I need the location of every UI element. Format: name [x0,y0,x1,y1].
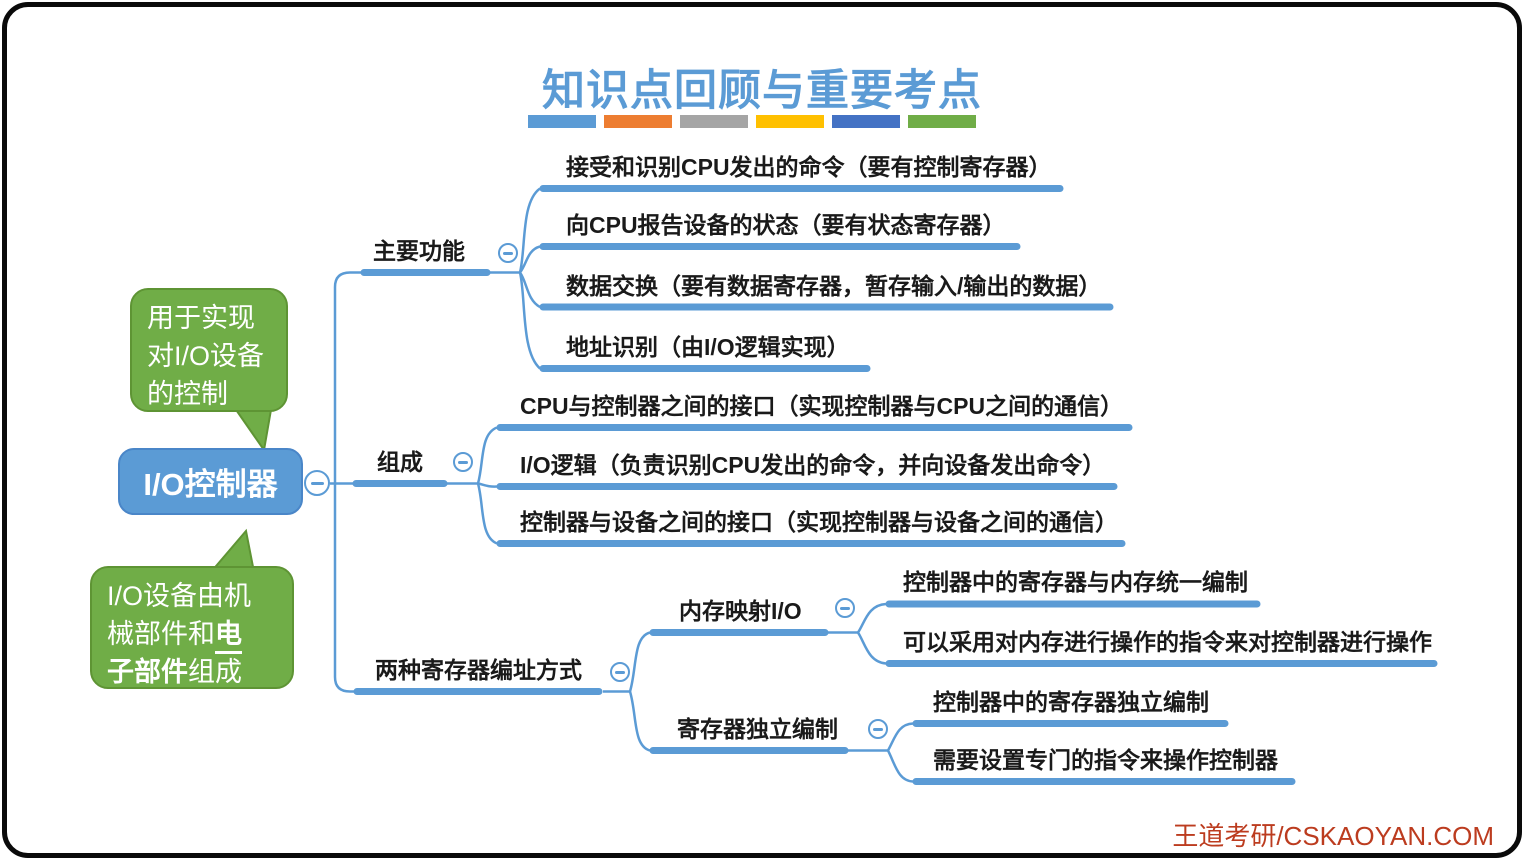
connector-spine-top [333,271,362,484]
connector-composition-leaf2 [477,482,498,488]
leaf-functions-2[interactable]: 向CPU报告设备的状态（要有状态寄存器） [566,212,1006,238]
collapse-toggle-addressing[interactable] [610,662,630,682]
leaf-functions-1[interactable]: 接受和识别CPU发出的命令（要有控制寄存器） [566,154,1052,180]
accent-bar-2 [604,115,672,128]
callout-purpose: 用于实现 对I/O设备 的控制 [130,288,288,412]
connector-functions-leaf2 [518,245,541,274]
accent-bar-1 [528,115,596,128]
leaf-ind-2[interactable]: 需要设置专门的指令来操作控制器 [933,747,1278,773]
connector-addressing-mm [628,631,651,692]
callout-purpose-line3: 的控制 [147,379,228,409]
callout-purpose-line1: 用于实现 [147,303,255,333]
accent-bar-4 [756,115,824,128]
branch-label-mm[interactable]: 内存映射I/O [679,598,802,624]
leaf-mm-2[interactable]: 可以采用对内存进行操作的指令来对控制器进行操作 [903,629,1432,655]
connector-ind-leaf2 [886,749,914,783]
leaf-ind-1[interactable]: 控制器中的寄存器独立编制 [933,689,1209,715]
connector-functions-leaf1 [518,187,541,273]
collapse-toggle-ind[interactable] [868,719,888,739]
branch-label-ind[interactable]: 寄存器独立编制 [677,716,838,742]
callout-purpose-line2: 对I/O设备 [147,341,265,371]
connector-ind-leaf1 [886,722,914,752]
leaf-composition-3[interactable]: 控制器与设备之间的接口（实现控制器与设备之间的通信） [520,509,1118,535]
collapse-toggle-mm[interactable] [835,598,855,618]
connector-mm-leaf1 [856,602,887,634]
root-node-io-controller[interactable]: I/O控制器 [118,448,303,515]
connector-spine-bottom [333,483,357,693]
connector-mm-leaf2 [856,631,887,665]
leaf-composition-2[interactable]: I/O逻辑（负责识别CPU发出的命令，并向设备发出命令） [520,452,1106,478]
collapse-toggle-root[interactable] [304,470,330,496]
branch-label-functions[interactable]: 主要功能 [373,238,465,264]
callout-note-line1: I/O设备由机 [107,581,252,611]
callout-note-line3: 子部件组成 [107,653,292,692]
callout-note-emphasis-2: 子部件 [107,657,188,692]
accent-bar-5 [832,115,900,128]
connector-composition-leaf1 [476,426,498,484]
leaf-functions-4[interactable]: 地址识别（由I/O逻辑实现） [566,334,850,360]
branch-label-composition[interactable]: 组成 [377,449,423,475]
callout-note-line2: 械部件和电 [107,615,292,654]
connector-functions-leaf4 [518,272,541,370]
accent-bar-6 [908,115,976,128]
collapse-toggle-functions[interactable] [498,243,518,263]
leaf-mm-1[interactable]: 控制器中的寄存器与内存统一编制 [903,569,1248,595]
collapse-toggle-composition[interactable] [453,452,473,472]
page-title: 知识点回顾与重要考点 [542,68,982,115]
connector-composition-leaf3 [476,483,498,545]
watermark: 王道考研/CSKAOYAN.COM [1172,821,1494,851]
branch-label-addressing[interactable]: 两种寄存器编址方式 [375,657,582,683]
leaf-composition-1[interactable]: CPU与控制器之间的接口（实现控制器与CPU之间的通信） [520,393,1124,419]
leaf-functions-3[interactable]: 数据交换（要有数据寄存器，暂存输入/输出的数据） [566,273,1102,299]
root-node-label: I/O控制器 [143,467,278,502]
accent-bar-3 [680,115,748,128]
callout-composition-note: I/O设备由机 械部件和电 子部件组成 [90,566,294,692]
connector-addressing-ind [628,691,651,752]
callout-note-emphasis-1: 电 [215,619,242,654]
